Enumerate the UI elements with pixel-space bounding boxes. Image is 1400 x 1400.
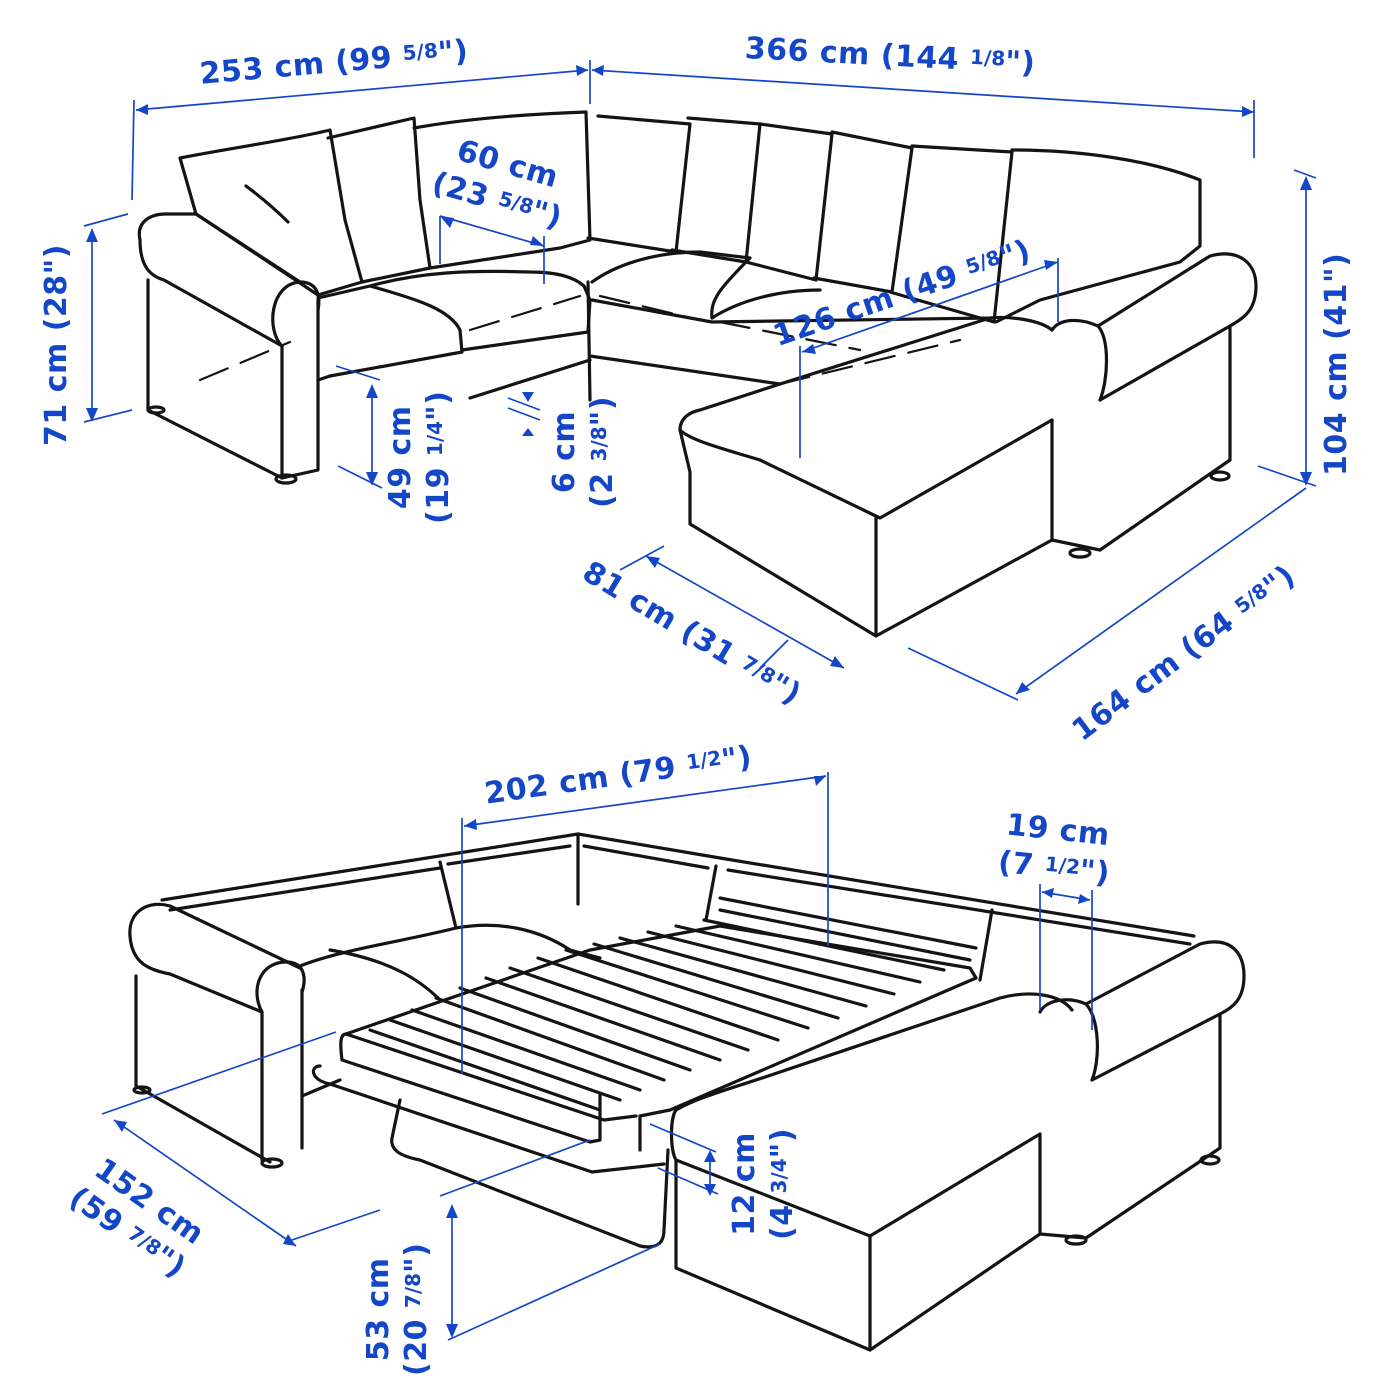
dim-inch: (2 [585,472,620,508]
dim-label-seat-height: 49 cm (19 1/4") [383,390,456,524]
dim-cm: 366 cm [744,30,871,73]
dim-inch: (19 [421,467,456,524]
dim-inch-close: ") [585,395,620,427]
bottom-sofa-bed-line-art [128,832,1246,1352]
dim-inch-fraction: 5/8 [401,38,439,66]
dim-inch-close: ") [1319,252,1354,283]
dim-inch: (20 [399,1319,434,1376]
bottom-dimension-lines [101,772,1093,1341]
dim-inch: (4 [765,1204,800,1240]
dim-inch-fraction: 1/2 [1043,851,1082,880]
dim-cm: 6 cm [547,410,582,494]
top-dimension-lines [83,60,1317,701]
dim-inch-close: ") [39,243,74,275]
dim-inch: (99 [333,40,394,80]
dim-inch-close: ") [1004,44,1037,82]
dim-cm: 104 cm [1319,350,1354,476]
dim-inch-fraction: 7/8 [401,1272,425,1309]
dim-cm: 71 cm [39,342,74,446]
dim-inch: (7 [996,844,1036,884]
dim-inch-close: ") [719,739,755,779]
dim-inch: (144 [879,38,960,78]
dim-inch: (28 [39,274,74,332]
dim-inch-close: ") [399,1242,434,1273]
dim-cm: 53 cm [361,1257,396,1362]
dim-inch-close: ") [765,1127,800,1159]
dim-label-total-height: 104 cm (41") [1319,252,1354,476]
dim-inch-fraction: 1/4 [423,420,447,457]
dim-label-leg-height: 6 cm (2 3/8") [547,395,620,508]
dim-cm: 49 cm [383,405,418,510]
dim-label-armrest-height: 71 cm (28") [39,243,74,446]
dim-inch-fraction: 1/2 [684,745,723,775]
dim-cm: 12 cm [727,1132,762,1236]
dim-inch: (41 [1319,282,1354,340]
dim-inch-close: ") [1077,853,1112,892]
dim-inch-fraction: 3/8 [587,426,611,462]
dim-label-armrest-width: 19 cm (7 1/2") [996,807,1115,892]
dim-inch-close: ") [421,390,456,421]
dim-label-mattress-thickness: 12 cm (4 3/4") [727,1127,800,1240]
dim-inch-close: ") [436,33,470,72]
top-sofa-line-art [137,110,1258,638]
dim-inch-fraction: 3/4 [767,1158,791,1194]
dim-label-bed-height: 53 cm (20 7/8") [361,1242,434,1376]
dim-inch-fraction: 1/8 [969,44,1006,71]
